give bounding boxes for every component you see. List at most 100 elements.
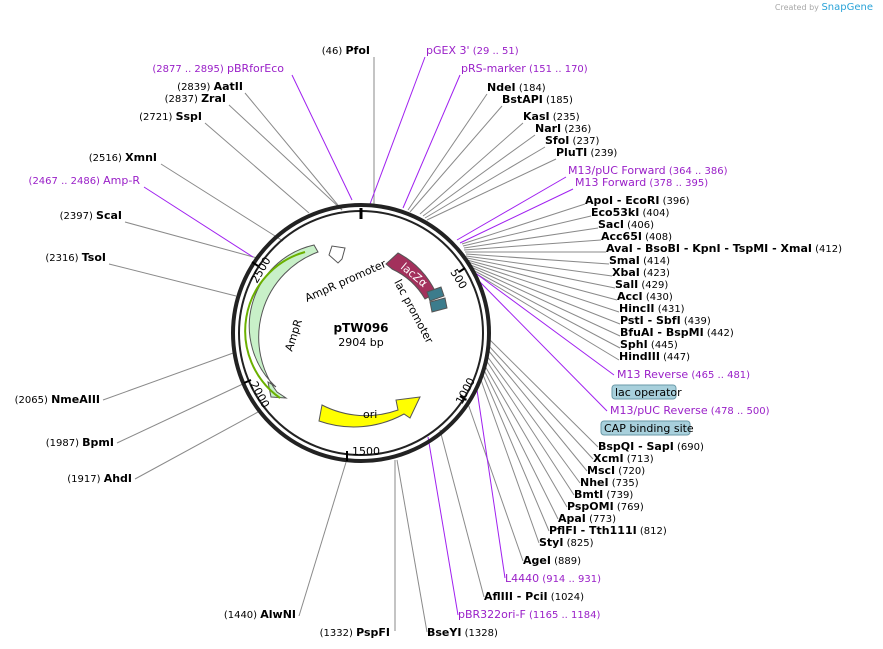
site-position: (2397)	[60, 211, 96, 222]
site-position: (2516)	[89, 153, 125, 164]
primer-position: (914 .. 931)	[539, 574, 601, 585]
primer-label-pbr322ori-f[interactable]: pBR322ori-F (1165 .. 1184)	[458, 608, 600, 621]
site-label-tsoi[interactable]: (2316) TsoI	[45, 251, 106, 264]
site-label-styi[interactable]: StyI (825)	[539, 536, 594, 549]
site-line-ndei	[407, 93, 488, 211]
site-name: PspFI	[356, 626, 390, 639]
site-line-apoi-ecori	[461, 203, 586, 245]
site-line-saci	[463, 227, 599, 249]
site-line-bpmi	[116, 382, 246, 444]
site-label-ndei[interactable]: NdeI (184)	[487, 81, 546, 94]
site-label-nmeaiii[interactable]: (2065) NmeAIII	[15, 393, 100, 406]
site-label-sspi[interactable]: (2721) SspI	[139, 110, 202, 123]
site-label-smai[interactable]: SmaI (414)	[609, 254, 670, 267]
ampr-promoter-feature[interactable]	[328, 245, 346, 264]
site-label-xmni[interactable]: (2516) XmnI	[89, 151, 157, 164]
primer-position: (2877 .. 2895)	[152, 64, 227, 75]
primer-label-amp-r[interactable]: (2467 .. 2486) Amp-R	[29, 174, 141, 187]
site-position: (2065)	[15, 395, 51, 406]
site-name: ApoI - EcoRI	[585, 194, 659, 207]
site-label-acci[interactable]: AccI (430)	[617, 290, 673, 303]
site-label-xbai[interactable]: XbaI (423)	[612, 266, 670, 279]
site-label-agei[interactable]: AgeI (889)	[523, 554, 581, 567]
site-label-bspqi-sapi[interactable]: BspQI - SapI (690)	[598, 440, 704, 453]
site-label-sfoi[interactable]: SfoI (237)	[545, 134, 600, 147]
site-line-sphi	[468, 267, 621, 349]
site-label-pfoi[interactable]: (46) PfoI	[322, 44, 370, 57]
primer-label-pgex-3[interactable]: pGEX 3' (29 .. 51)	[426, 44, 519, 57]
site-label-pluti[interactable]: PluTI (239)	[556, 146, 617, 159]
site-name: StyI	[539, 536, 563, 549]
site-line-nhei	[486, 355, 581, 484]
site-label-eco53ki[interactable]: Eco53kI (404)	[591, 206, 669, 219]
cap-binding-site-box[interactable]	[600, 420, 691, 436]
primer-name: pBR322ori-F	[458, 608, 526, 621]
site-label-zrai[interactable]: (2837) ZraI	[165, 92, 226, 105]
site-name: BstAPI	[502, 93, 543, 106]
site-name: SmaI	[609, 254, 640, 267]
site-name: SspI	[176, 110, 202, 123]
site-label-bmti[interactable]: BmtI (739)	[574, 488, 633, 501]
site-label-ahdi[interactable]: (1917) AhdI	[67, 472, 132, 485]
lac-operator-label: lac operator	[615, 386, 682, 399]
primer-label-m13-forward[interactable]: M13 Forward (378 .. 395)	[575, 176, 708, 189]
site-label-bfuai-bspmi[interactable]: BfuAI - BspMI (442)	[620, 326, 734, 339]
site-label-hincii[interactable]: HincII (431)	[619, 302, 685, 315]
site-label-psti-sbfi[interactable]: PstI - SbfI (439)	[620, 314, 711, 327]
site-position: (408)	[642, 232, 672, 243]
primer-line-m13-puc-reverse	[477, 279, 608, 412]
primer-label-pbrforeco[interactable]: (2877 .. 2895) pBRforEco	[152, 62, 284, 75]
primer-position: (29 .. 51)	[470, 46, 519, 57]
primer-label-m13-reverse[interactable]: M13 Reverse (465 .. 481)	[617, 368, 750, 381]
site-label-kasi[interactable]: KasI (235)	[523, 110, 580, 123]
site-label-avai-bsobi-kpni-tspmi-xmai[interactable]: AvaI - BsoBI - KpnI - TspMI - XmaI (412)	[606, 242, 842, 255]
site-line-aatii	[244, 92, 343, 211]
lac-operator-box[interactable]	[611, 384, 677, 400]
primer-label-m13-puc-reverse[interactable]: M13/pUC Reverse (478 .. 500)	[610, 404, 770, 417]
site-label-afliii-pcii[interactable]: AflIII - PciI (1024)	[484, 590, 584, 603]
site-label-nari[interactable]: NarI (236)	[535, 122, 591, 135]
site-label-bpmi[interactable]: (1987) BpmI	[46, 436, 114, 449]
primer-label-prs-marker[interactable]: pRS-marker (151 .. 170)	[461, 62, 588, 75]
site-label-xcmi[interactable]: XcmI (713)	[593, 452, 654, 465]
site-label-nhei[interactable]: NheI (735)	[580, 476, 639, 489]
site-name: SalI	[615, 278, 638, 291]
site-line-msci	[487, 349, 588, 472]
site-label-msci[interactable]: MscI (720)	[587, 464, 645, 477]
site-label-apoi-ecori[interactable]: ApoI - EcoRI (396)	[585, 194, 690, 207]
site-name: BpmI	[82, 436, 114, 449]
site-name: AlwNI	[260, 608, 296, 621]
site-label-saci[interactable]: SacI (406)	[598, 218, 654, 231]
site-label-alwni[interactable]: (1440) AlwNI	[224, 608, 296, 621]
site-label-pspomi[interactable]: PspOMI (769)	[567, 500, 644, 513]
primer-label-l4440[interactable]: L4440 (914 .. 931)	[505, 572, 601, 585]
site-line-bstapi	[409, 105, 503, 213]
site-line-acci	[466, 259, 618, 301]
site-line-xmni	[160, 163, 284, 242]
site-label-scai[interactable]: (2397) ScaI	[60, 209, 122, 222]
ori-feature[interactable]	[318, 396, 421, 428]
site-label-acc65i[interactable]: Acc65I (408)	[601, 230, 672, 243]
site-label-pspfi[interactable]: (1332) PspFI	[320, 626, 390, 639]
site-label-pflfi-tth111i[interactable]: PflFI - Tth111I (812)	[549, 524, 667, 537]
site-label-bseyi[interactable]: BseYI (1328)	[427, 626, 498, 639]
site-name: NdeI	[487, 81, 516, 94]
site-label-bstapi[interactable]: BstAPI (185)	[502, 93, 573, 106]
cap-binding-site-label: CAP binding site	[604, 422, 694, 435]
site-label-hindiii[interactable]: HindIII (447)	[619, 350, 690, 363]
site-name: AvaI - BsoBI - KpnI - TspMI - XmaI	[606, 242, 812, 255]
site-label-sphi[interactable]: SphI (445)	[620, 338, 678, 351]
site-name: BfuAI - BspMI	[620, 326, 704, 339]
primer-label-m13-puc-forward[interactable]: M13/pUC Forward (364 .. 386)	[568, 164, 728, 177]
site-name: ScaI	[96, 209, 122, 222]
site-label-aatii[interactable]: (2839) AatII	[177, 80, 243, 93]
site-name: KasI	[523, 110, 550, 123]
site-position: (812)	[637, 526, 667, 537]
site-label-sali[interactable]: SalI (429)	[615, 278, 668, 291]
site-position: (1917)	[67, 474, 103, 485]
site-name: PfoI	[346, 44, 371, 57]
site-position: (2837)	[165, 94, 201, 105]
site-label-apai[interactable]: ApaI (773)	[558, 512, 616, 525]
site-name: NheI	[580, 476, 609, 489]
backbone-outer-ring	[231, 203, 491, 463]
